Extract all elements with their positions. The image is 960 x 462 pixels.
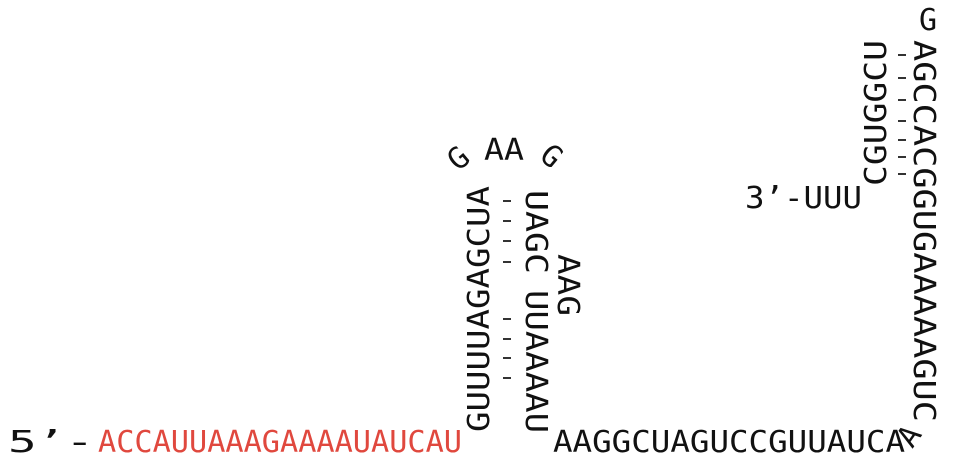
- stem1-right-strand-lower: UUAAAAU: [518, 290, 553, 433]
- stem2-base-pair-marks: [898, 54, 906, 175]
- loop-nucleotides-aa: AA: [484, 133, 524, 168]
- five-prime-label: 5’-: [8, 425, 94, 460]
- bulge-nucleotides-aag: AAG: [550, 254, 585, 316]
- stem1-left-strand: GUUUUAGAGCUA: [462, 186, 497, 432]
- three-prime-label: 3’-UUU: [745, 181, 862, 216]
- guide-sequence: ACCAUUAAAGAAAAUAUCAU: [98, 425, 462, 460]
- loop-nucleotide-g-left: G: [441, 140, 477, 178]
- top-loop-nucleotide-g: G: [919, 3, 937, 38]
- stem2-left-strand: CGUGGCU: [859, 40, 894, 186]
- stem1-right-strand-upper: UAGC: [518, 190, 553, 274]
- stem1-base-pair-marks: [503, 200, 511, 379]
- bottom-scaffold-sequence: AAGGCUAGUCCGUUAUCA: [553, 425, 905, 460]
- stem2-right-strand: AGCCACGGUGAAAAAGUC: [906, 40, 941, 422]
- loop-nucleotide-g-right: G: [533, 137, 569, 175]
